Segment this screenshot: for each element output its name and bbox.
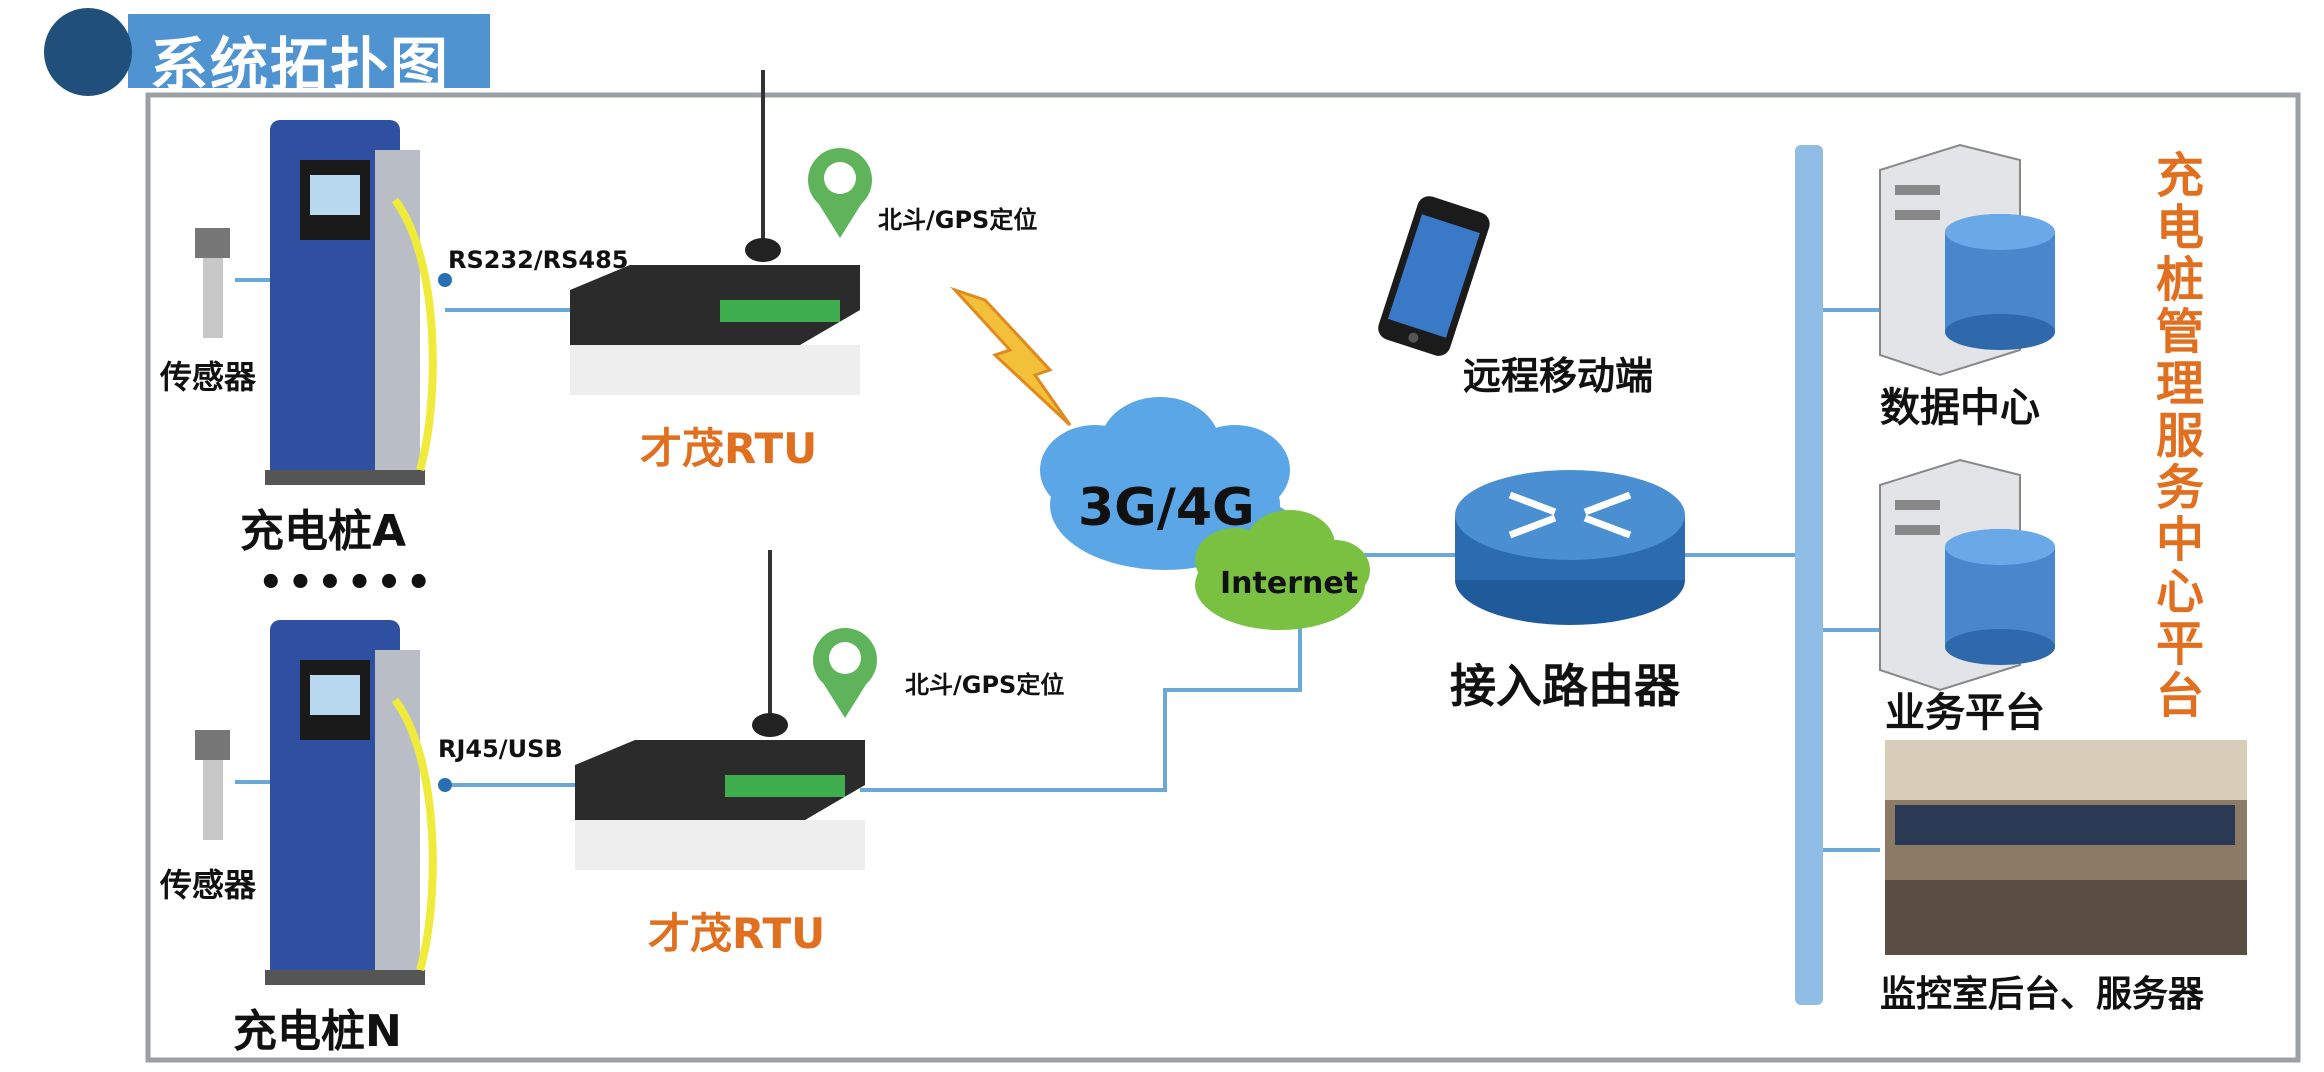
sensor-label-n: 传感器	[160, 866, 257, 904]
charging-pile-n-icon	[265, 620, 437, 985]
rtu-label-n: 才茂RTU	[648, 909, 826, 958]
rtu-n-internet-link	[860, 620, 1302, 792]
gps-label-a: 北斗/GPS定位	[878, 206, 1038, 234]
charging-pile-a-icon	[265, 120, 437, 485]
platform-title: 充电桩管理服务中心平台	[2147, 150, 2203, 722]
business-platform-server-icon	[1879, 458, 2055, 692]
gps-pin-n-icon	[813, 628, 877, 718]
sensor-a-icon	[195, 228, 230, 338]
page-title: 系统拓扑图	[150, 31, 451, 99]
platform-bus	[1795, 145, 1823, 1005]
data-center-server-icon	[1879, 143, 2055, 377]
interface-label-n: RJ45/USB	[438, 735, 563, 763]
business-platform-label: 业务平台	[1885, 690, 2045, 736]
rtu-label-a: 才茂RTU	[640, 424, 818, 473]
cloud-internet-icon	[1195, 510, 1370, 630]
cloud-3g-label: 3G/4G	[1078, 478, 1255, 538]
rtu-a-icon	[570, 70, 860, 395]
interface-label-a: RS232/RS485	[448, 246, 629, 274]
wireless-bolt-icon	[949, 286, 1072, 427]
mobile-phone-icon	[1378, 196, 1490, 356]
mobile-label: 远程移动端	[1463, 354, 1654, 398]
monitoring-room-image	[1885, 740, 2247, 955]
header-bar	[128, 14, 490, 88]
sensor-label-a: 传感器	[160, 358, 257, 396]
gps-label-n: 北斗/GPS定位	[905, 671, 1065, 699]
diagram-frame	[145, 92, 2301, 1063]
data-center-label: 数据中心	[1880, 385, 2040, 431]
monitoring-room-label: 监控室后台、服务器	[1880, 974, 2205, 1015]
station-name-n: 充电桩N	[233, 1006, 402, 1057]
router-label: 接入路由器	[1450, 659, 1680, 713]
station-name-a: 充电桩A	[240, 506, 407, 557]
cloud-internet-label: Internet	[1220, 566, 1359, 601]
sensor-n-icon	[195, 730, 230, 840]
router-icon	[1455, 470, 1685, 625]
more-stations-ellipsis: ••••••	[258, 560, 436, 606]
header-dot	[44, 8, 132, 96]
rtu-n-icon	[575, 550, 865, 870]
gps-pin-a-icon	[808, 148, 872, 238]
